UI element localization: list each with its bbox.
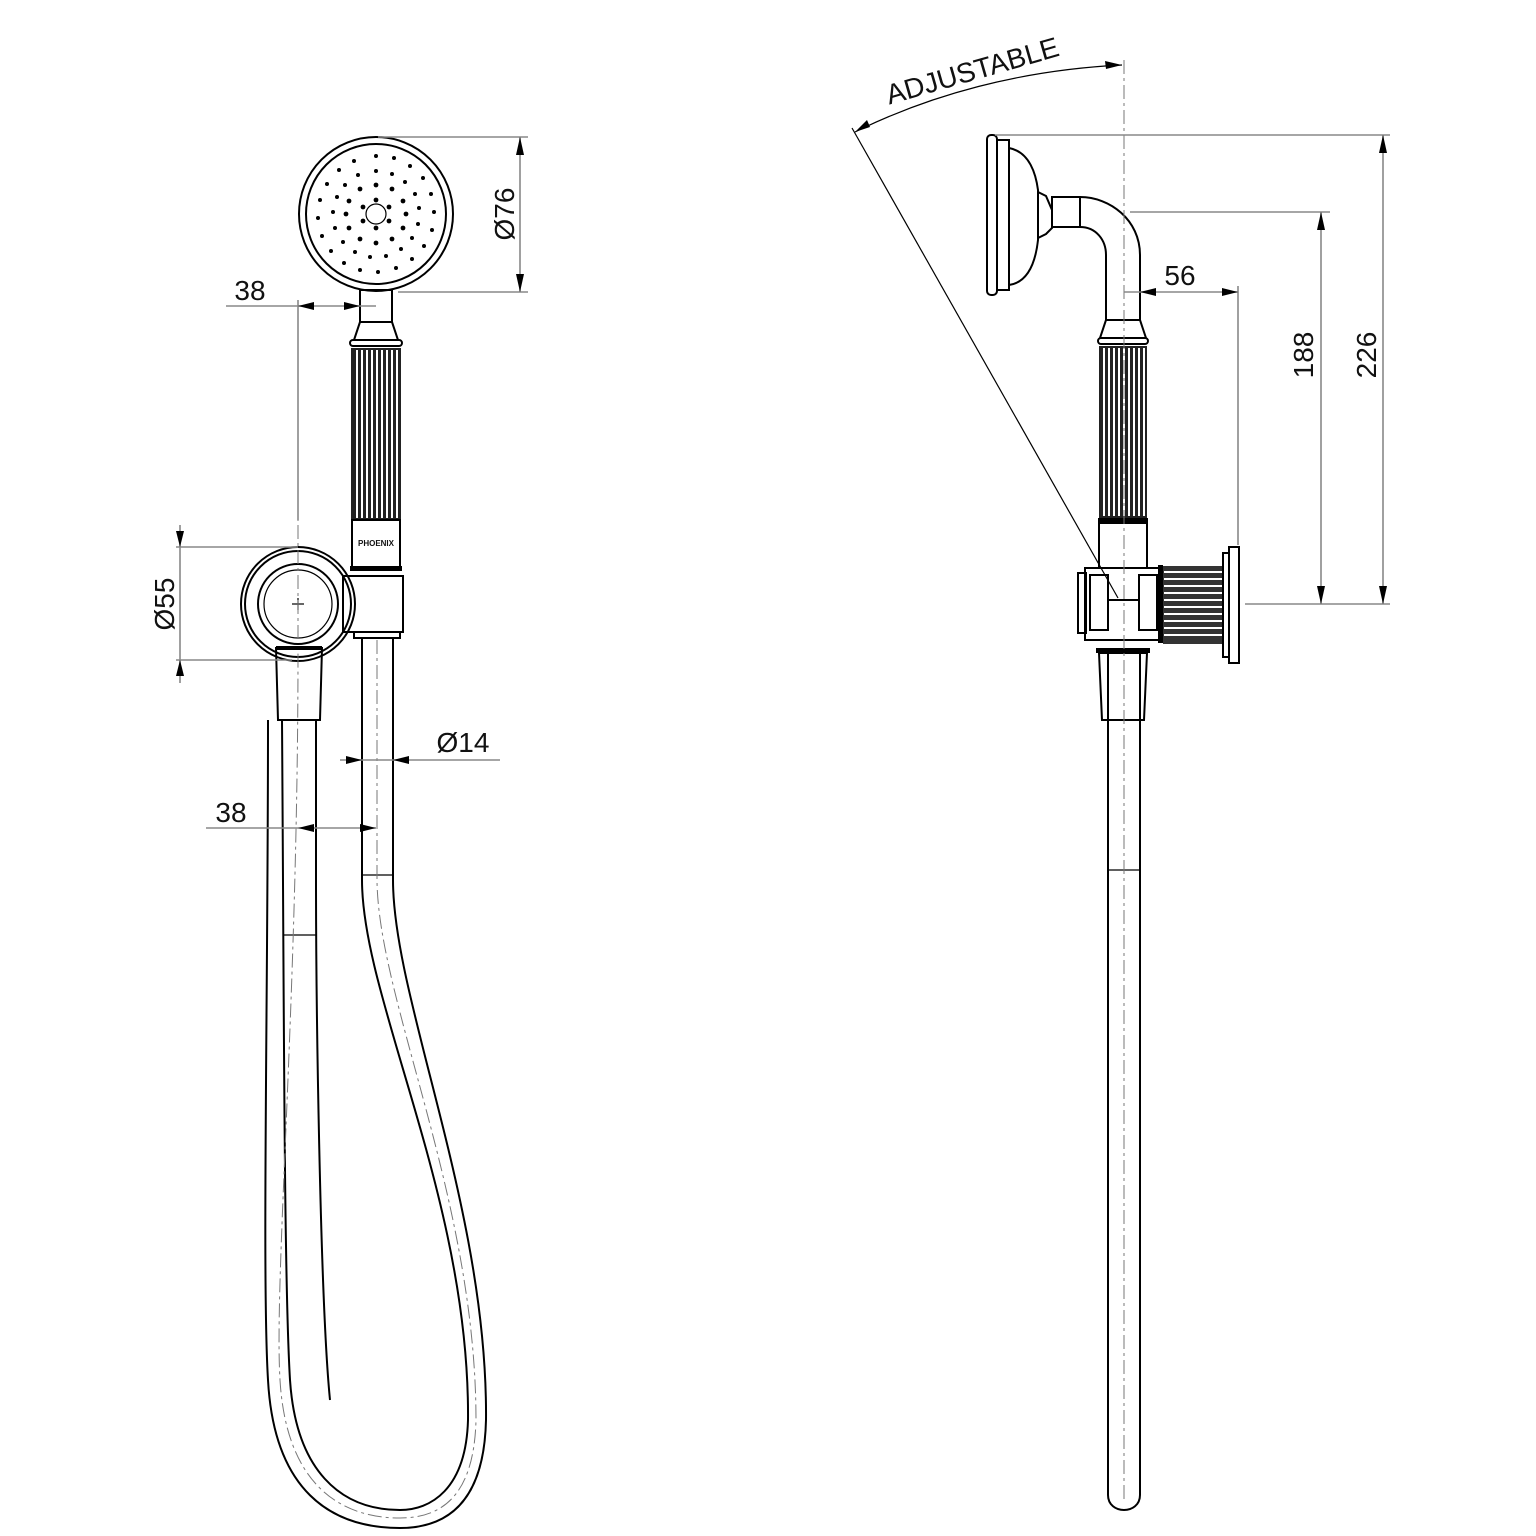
projection-label: 56 [1164, 260, 1195, 291]
shower-head-profile [986, 134, 1141, 321]
side-handle [1097, 319, 1149, 569]
dimension-head-diameter: Ø76 [378, 136, 528, 293]
front-view: PHOENIX [149, 136, 528, 1530]
side-bracket [1077, 546, 1240, 721]
height-188-label: 188 [1288, 332, 1319, 379]
height-226-label: 226 [1351, 332, 1382, 379]
hose [264, 638, 488, 1530]
hose-diameter-label: Ø14 [437, 727, 490, 758]
spray-nozzles-icon [316, 154, 436, 274]
dimension-hose-diameter: Ø14 [340, 727, 500, 764]
head-offset-label: 38 [234, 275, 265, 306]
shower-head-face [298, 136, 454, 292]
dimension-adjustable: ADJUSTABLE [851, 31, 1123, 599]
brand-label: PHOENIX [358, 539, 395, 548]
adjustable-label: ADJUSTABLE [882, 31, 1062, 110]
head-diameter-label: Ø76 [489, 188, 520, 241]
dimension-hose-spacing: 38 [206, 797, 376, 832]
dimension-bracket-diameter: Ø55 [149, 525, 298, 683]
bracket-diameter-label: Ø55 [149, 578, 180, 631]
handle: PHOENIX [349, 289, 403, 571]
dimension-height-226: 226 [995, 134, 1390, 604]
dimension-projection: 56 [1124, 260, 1239, 545]
dimension-head-offset: 38 [226, 275, 376, 520]
side-hose [1107, 60, 1141, 1511]
side-view: ADJUSTABLE 56 188 226 [851, 31, 1390, 1511]
hose-spacing-label: 38 [215, 797, 246, 828]
wall-bracket [240, 546, 404, 721]
dimension-height-188: 188 [1130, 211, 1390, 605]
